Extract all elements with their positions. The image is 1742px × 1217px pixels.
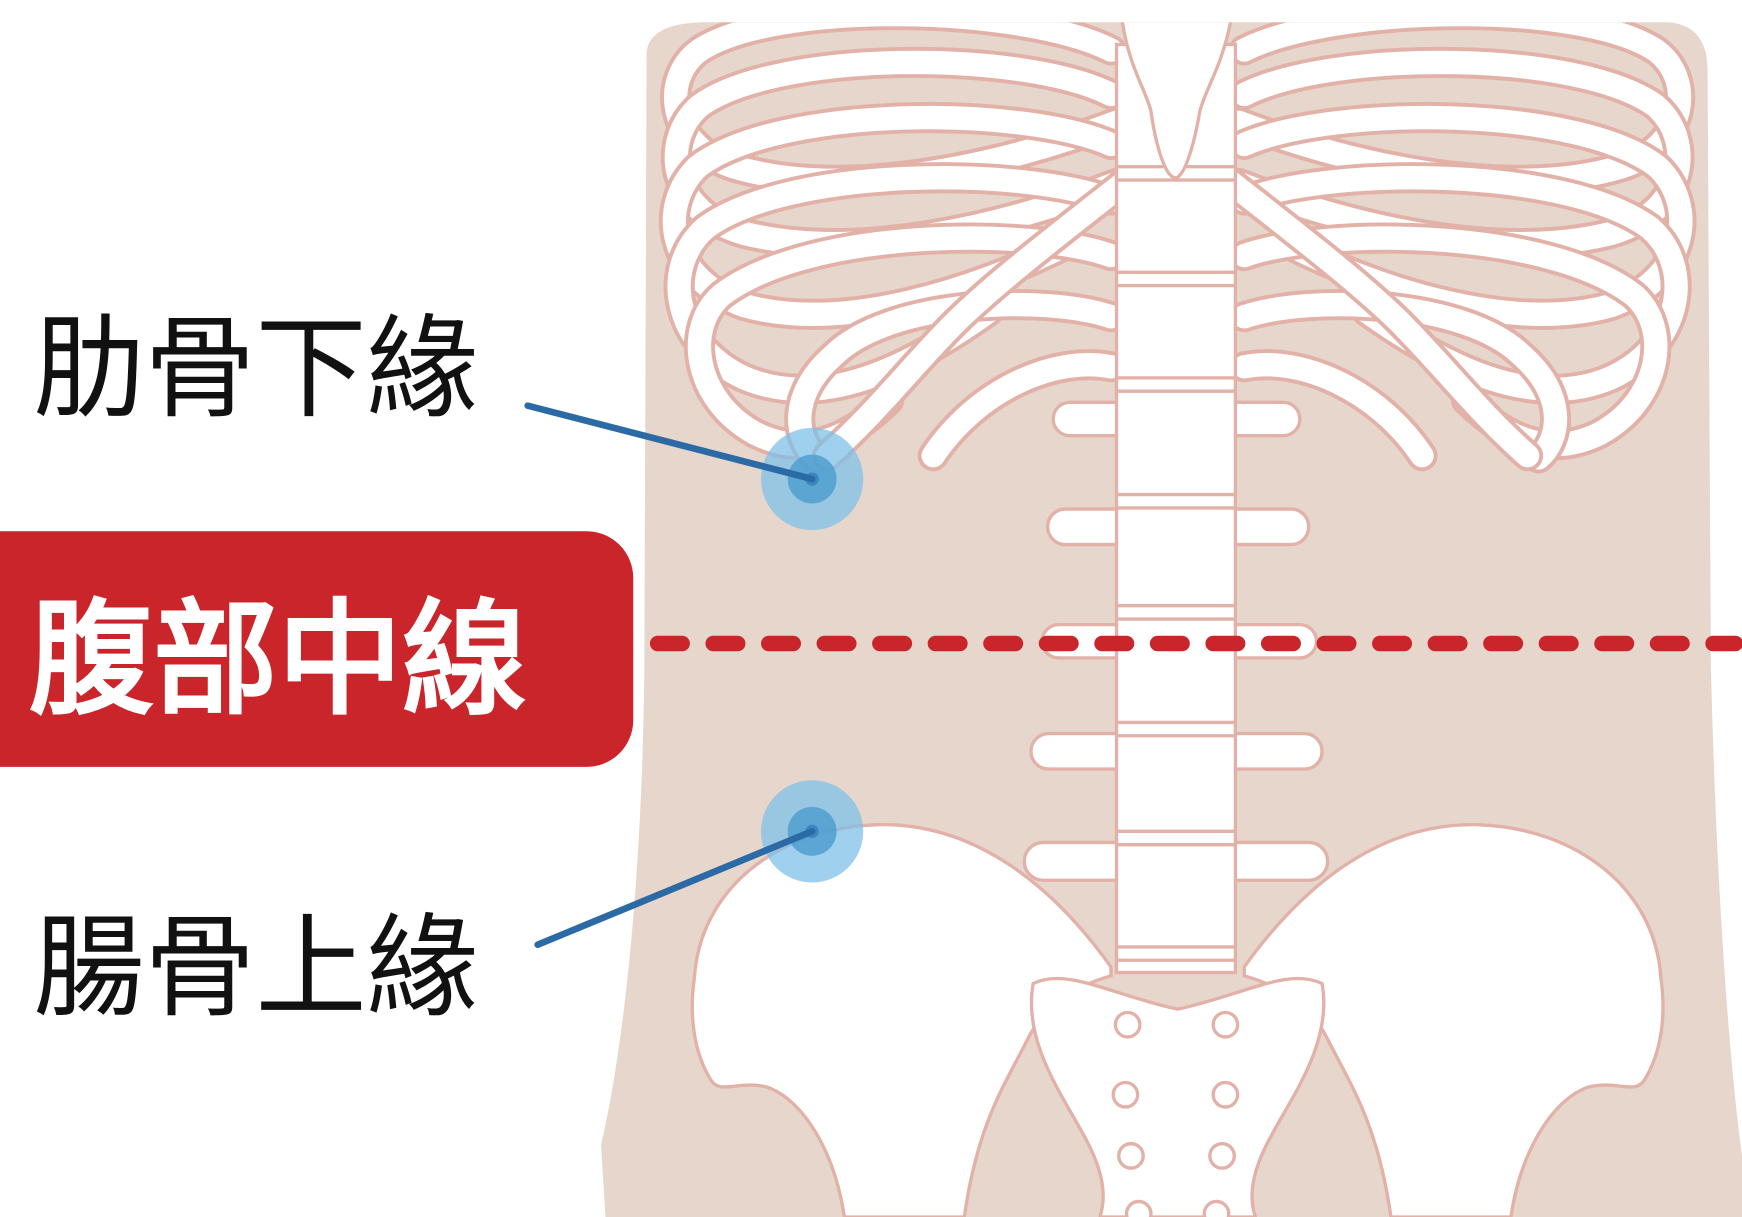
sacral-foramen [1213,1012,1237,1036]
sacral-foramen [1127,1201,1151,1217]
sacral-foramen [1113,1083,1137,1107]
sacral-foramen [1204,1201,1228,1217]
label-costal-margin: 肋骨下緣 [33,305,477,434]
sacral-foramen [1213,1083,1237,1107]
label-midline: 腹部中線 [29,587,527,732]
label-iliac-crest: 腸骨上緣 [33,904,477,1033]
sacral-foramen [1210,1144,1234,1168]
spine [1117,44,1236,972]
sacral-foramen [1119,1144,1143,1168]
sacral-foramen [1115,1012,1139,1036]
